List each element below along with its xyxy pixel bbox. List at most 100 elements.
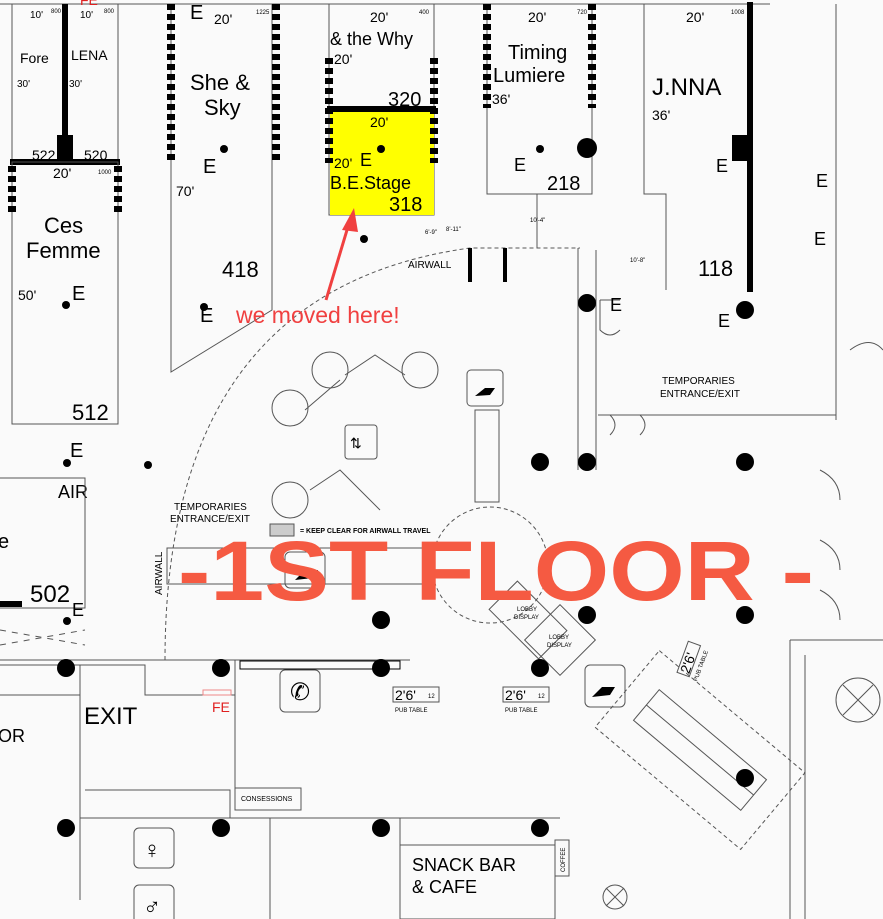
- outlet-label: E: [203, 156, 216, 178]
- column: [212, 819, 230, 837]
- pub-table: 2'6' PUB TABLE: [676, 640, 710, 683]
- dimension: 20': [334, 51, 352, 67]
- booth-jnna: [643, 4, 667, 290]
- capacity: 1008: [731, 10, 745, 16]
- lobby-display-label: DISPLAY: [547, 643, 572, 649]
- column: [144, 461, 152, 469]
- dimension: 20': [214, 11, 232, 27]
- room-label-partial: OR: [0, 726, 25, 746]
- booth-label-lumiere: Lumiere: [493, 65, 565, 87]
- phone-icon: ✆: [290, 679, 310, 706]
- column: [372, 659, 390, 677]
- lobby-wall: [0, 659, 410, 900]
- wall: [80, 789, 560, 819]
- floor-title: -1ST FLOOR -: [178, 524, 814, 618]
- coffee-counter: [554, 839, 570, 877]
- dimension: 6'-9": [425, 230, 437, 236]
- corridor-wall: [577, 248, 621, 470]
- dimension: 20': [334, 155, 352, 171]
- outlet-marker: [536, 145, 544, 153]
- outlet-label: E: [72, 600, 84, 620]
- railing: [239, 660, 401, 670]
- barrier: [0, 629, 86, 646]
- pub-table-label: PUB TABLE: [505, 708, 537, 714]
- dimension: 30': [69, 79, 82, 90]
- booth-label-femme: Femme: [26, 238, 101, 263]
- column: [531, 659, 549, 677]
- outlet-label: E: [72, 283, 85, 305]
- outlet-label: E: [610, 295, 622, 315]
- dimension: 30': [17, 79, 30, 90]
- outlet-label: E: [718, 311, 730, 331]
- booth-number-320: 320: [388, 89, 421, 111]
- dimension: 20': [370, 114, 388, 130]
- pub-table-label: PUB TABLE: [693, 650, 710, 683]
- dimension: 20': [53, 165, 71, 181]
- airwall-label: AIRWALL: [408, 260, 452, 271]
- outlet-label: E: [200, 305, 213, 327]
- fixture: [602, 884, 628, 910]
- escalator-icon: [475, 388, 495, 396]
- column: [578, 453, 596, 471]
- capacity: 720: [577, 10, 588, 16]
- fixture-x-icon: [842, 684, 874, 716]
- fire-extinguisher: [202, 689, 232, 696]
- column: [736, 453, 754, 471]
- arrow-head-icon: [342, 208, 358, 232]
- booth-number-502: 502: [30, 581, 70, 608]
- booth-label-lena: LENA: [71, 47, 108, 63]
- booth-number-512: 512: [72, 400, 109, 425]
- outlet-marker: [63, 617, 71, 625]
- lobby-display-label: LOBBY: [549, 635, 569, 641]
- outlet-label: E: [360, 150, 372, 170]
- outlet-label: E: [814, 229, 826, 249]
- booth-label-jnna: J.NNA: [652, 74, 721, 101]
- pub-table-size: 2'6': [505, 687, 526, 703]
- airwall-label: AIRWALL: [154, 551, 165, 595]
- pub-table-count: 12: [538, 694, 545, 700]
- cafe-label: & CAFE: [412, 877, 477, 897]
- outlet-label: E: [70, 440, 83, 462]
- booth-label-sky: Sky: [204, 95, 241, 120]
- moved-here-annotation: we moved here!: [235, 302, 400, 328]
- column: [736, 769, 754, 787]
- mens-restroom-sign: [133, 884, 175, 919]
- lobby-circle: [431, 506, 549, 624]
- pub-table-label: PUB TABLE: [395, 708, 427, 714]
- column: [531, 453, 549, 471]
- airwall-arc: [164, 247, 580, 661]
- capacity: 1225: [256, 10, 270, 16]
- phone-sign: [279, 669, 321, 713]
- keep-clear-swatch: [269, 523, 295, 537]
- exit-label: EXIT: [84, 703, 138, 730]
- keep-clear-legend: = KEEP CLEAR FOR AIRWALL TRAVEL: [300, 528, 431, 535]
- escalator-lower: [166, 547, 428, 585]
- escalator-bank: [594, 649, 806, 851]
- pub-table: 2'6' 12 PUB TABLE: [502, 686, 550, 714]
- booth-ces-femme: [11, 161, 119, 425]
- outlet-label: E: [190, 2, 203, 24]
- booth-number-318: 318: [389, 194, 422, 216]
- lobby-display-label: DISPLAY: [514, 615, 539, 621]
- capacity: 800: [104, 9, 115, 15]
- fixture: [835, 677, 881, 723]
- column: [531, 819, 549, 837]
- lobby-display-1: [488, 580, 568, 660]
- column: [736, 606, 754, 624]
- dimension: 8'-11": [446, 227, 461, 233]
- air-label: AIR: [58, 482, 88, 502]
- mens-restroom-icon: ♂: [143, 894, 161, 919]
- dimension: 20': [370, 9, 388, 25]
- fire-extinguisher-label: FE: [80, 0, 98, 8]
- concessions-label: CONSESSIONS: [241, 796, 293, 803]
- booth-label-ces: Ces: [44, 213, 83, 238]
- lobby-display-2: [523, 603, 597, 677]
- column: [212, 659, 230, 677]
- escalator-icon: [592, 687, 615, 697]
- dimension: 10': [30, 10, 43, 21]
- outlet-marker: [62, 301, 70, 309]
- room-502: [0, 477, 86, 609]
- booth-label-be-stage: B.E.Stage: [330, 173, 411, 193]
- dimension: 10'-4": [530, 218, 545, 224]
